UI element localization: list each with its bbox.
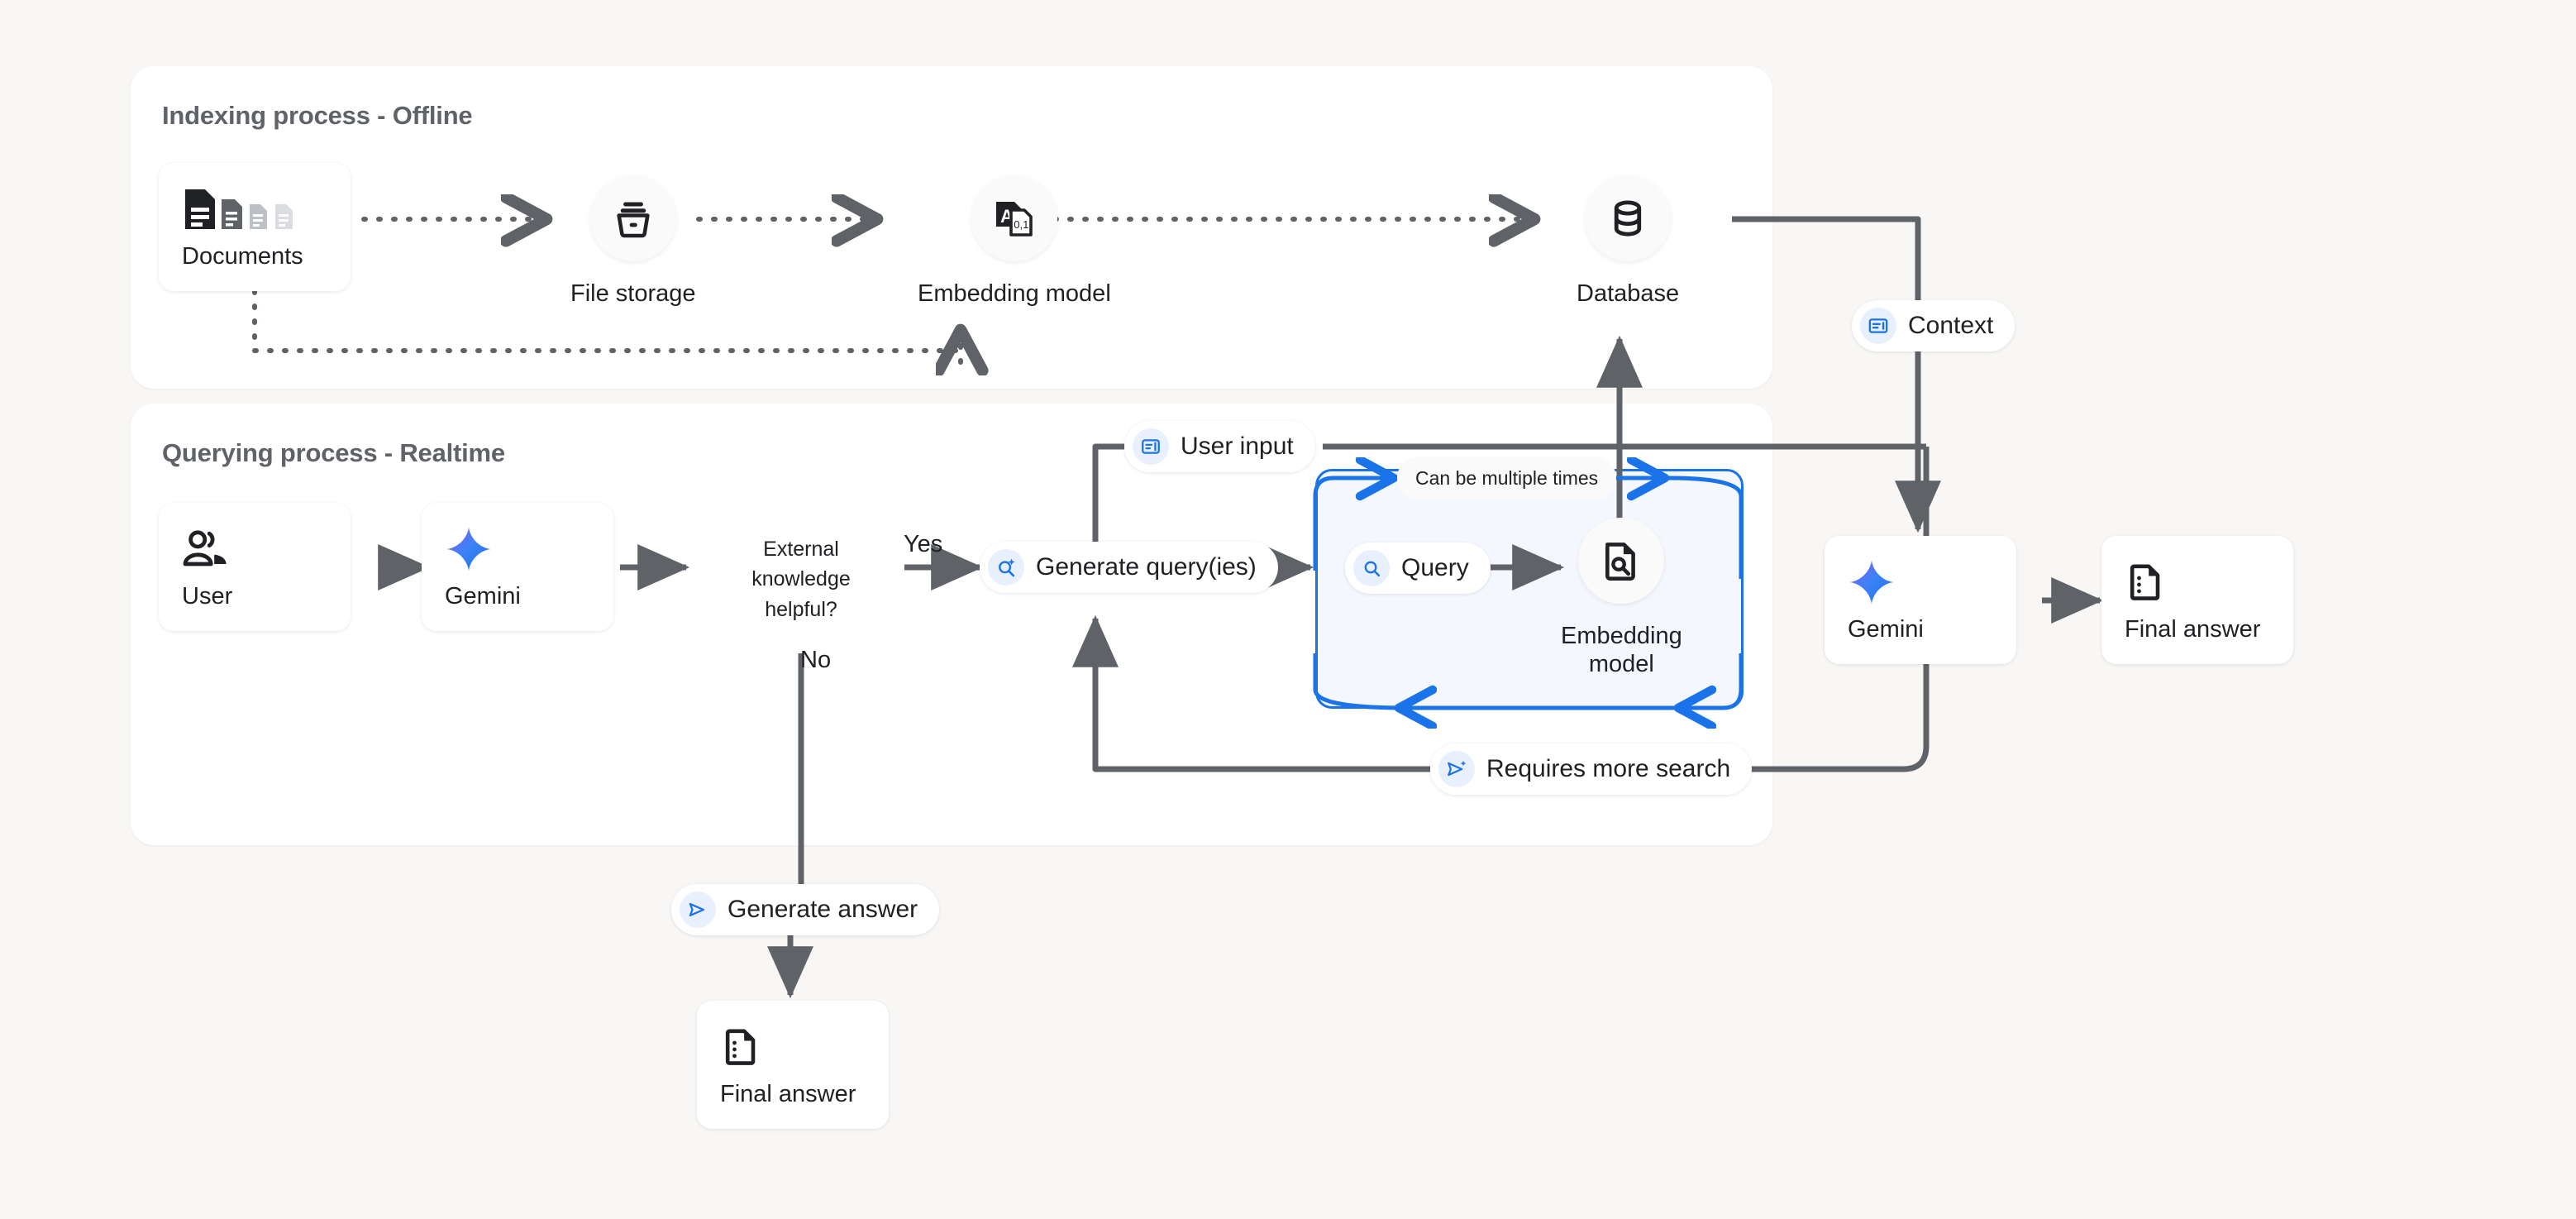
node-label-gemini: Gemini (445, 583, 521, 610)
decision-external-knowledge[interactable]: External knowledge helpful? (698, 500, 904, 652)
node-label-inner-embedding-model: Embedding model (1561, 622, 1682, 678)
embedding-model-icon: A 0,1 (971, 175, 1057, 261)
database-icon (1585, 175, 1672, 261)
pill-label-user-input: User input (1181, 433, 1294, 460)
pill-context[interactable]: Context (1852, 300, 2015, 351)
documents-icon (182, 184, 351, 235)
pill-user-input[interactable]: User input (1124, 421, 1315, 472)
node-user[interactable]: User (159, 503, 351, 631)
node-gemini[interactable]: Gemini (422, 503, 613, 631)
pill-label-query: Query (1401, 554, 1469, 581)
node-gemini-final[interactable]: Gemini (1825, 536, 2016, 664)
file-storage-icon (589, 175, 676, 261)
node-database[interactable]: Database (1577, 175, 1679, 308)
pill-label-requires-more-search: Requires more search (1486, 755, 1731, 782)
decision-line-1: External (763, 538, 839, 561)
node-label-file-storage: File storage (570, 280, 696, 307)
node-final-answer-right[interactable]: Final answer (2101, 536, 2293, 664)
edge-label-no: No (800, 647, 832, 673)
input-icon (1133, 428, 1169, 465)
inner-em-line1: Embedding (1561, 623, 1682, 649)
context-icon (1860, 308, 1896, 344)
decision-line-3: helpful? (765, 597, 837, 621)
node-label-documents: Documents (182, 243, 303, 270)
panel-title-querying: Querying process - Realtime (162, 438, 505, 467)
pill-requires-more-search[interactable]: Requires more search (1430, 743, 1753, 795)
pill-label-context: Context (1908, 312, 1994, 339)
gemini-sparkle-icon (1848, 557, 2016, 608)
pill-generate-answer[interactable]: Generate answer (671, 884, 940, 935)
pill-generate-queries[interactable]: Generate query(ies) (980, 542, 1278, 593)
document-search-icon (1578, 518, 1665, 604)
loop-note: Can be multiple times (1397, 457, 1617, 500)
send-sparkle-icon (1438, 751, 1475, 787)
decision-line-2: knowledge (751, 567, 851, 591)
edge-label-yes: Yes (904, 531, 943, 557)
node-file-storage[interactable]: File storage (570, 175, 696, 308)
node-label-gemini-final: Gemini (1848, 616, 1924, 643)
search-sparkle-icon (988, 549, 1024, 586)
node-label-database: Database (1577, 280, 1680, 307)
node-inner-embedding-model[interactable]: Embedding model (1561, 518, 1682, 678)
node-label-final-answer-right: Final answer (2125, 616, 2261, 643)
decision-text: External knowledge helpful? (698, 534, 904, 624)
gemini-sparkle-icon (445, 523, 613, 575)
pill-label-generate-queries: Generate query(ies) (1036, 553, 1257, 581)
node-documents[interactable]: Documents (159, 163, 351, 291)
node-final-answer-bottom[interactable]: Final answer (697, 1001, 889, 1129)
node-label-user: User (182, 583, 233, 610)
pill-query[interactable]: Query (1345, 543, 1491, 594)
send-icon (680, 892, 716, 928)
search-icon (1353, 550, 1390, 586)
inner-em-line2: model (1588, 651, 1654, 678)
answer-doc-icon (2125, 557, 2293, 608)
node-label-final-answer-bottom: Final answer (720, 1081, 856, 1107)
panel-title-indexing: Indexing process - Offline (162, 101, 473, 130)
node-label-embedding-model: Embedding model (918, 280, 1111, 307)
svg-text:0,1: 0,1 (1014, 218, 1028, 231)
node-embedding-model[interactable]: A 0,1 Embedding model (918, 175, 1111, 308)
user-icon (182, 523, 351, 575)
pill-label-generate-answer: Generate answer (727, 896, 918, 923)
answer-doc-icon (720, 1021, 889, 1073)
